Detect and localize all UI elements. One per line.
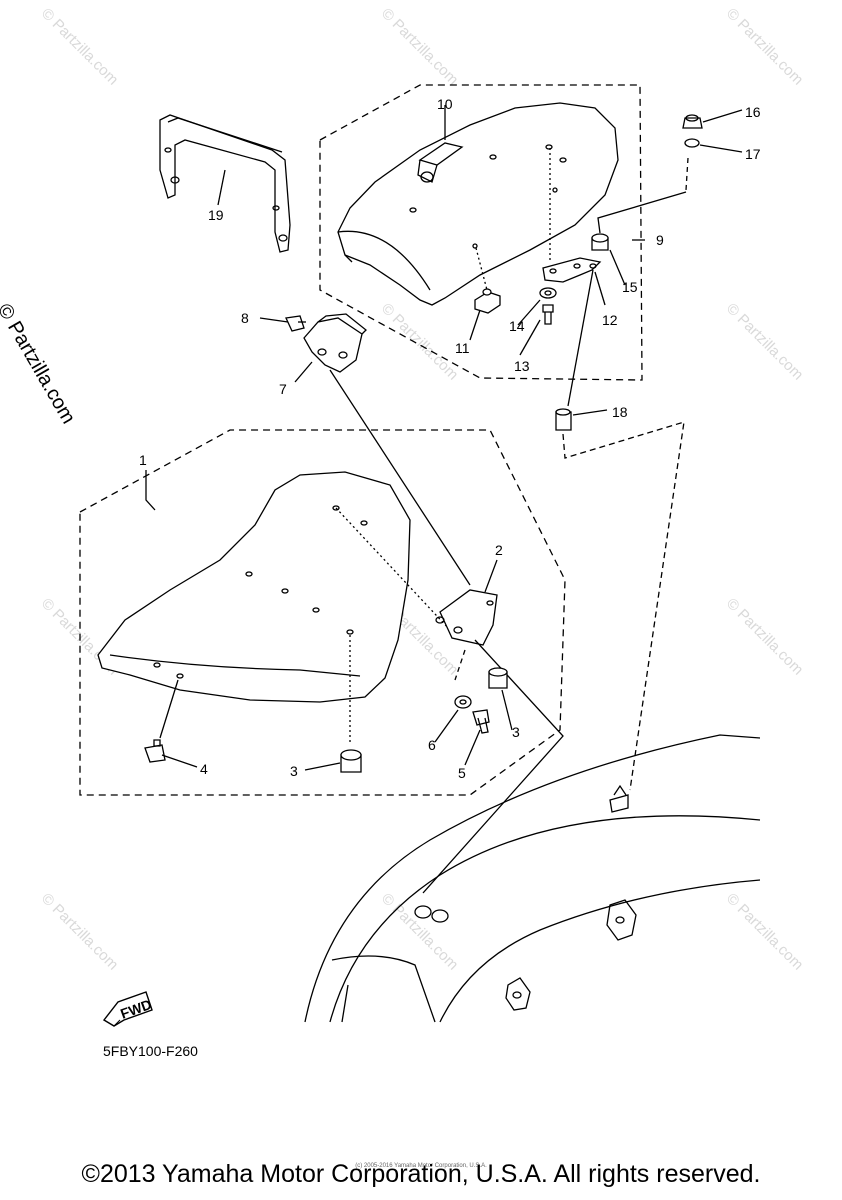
callout-14: 14 xyxy=(509,318,525,334)
callout-4: 4 xyxy=(200,761,208,777)
small-copyright: (c) 2005-2016 Yamaha Motor Corporation, … xyxy=(355,1163,487,1169)
main-seat xyxy=(97,471,411,703)
callout-15: 15 xyxy=(622,279,638,295)
bracket-part-7 xyxy=(303,317,363,373)
callout-16: 16 xyxy=(745,104,761,120)
callout-2: 2 xyxy=(495,542,503,558)
callout-3a: 3 xyxy=(512,724,520,740)
washer-part-14 xyxy=(539,287,557,299)
bracket-part-2 xyxy=(439,589,498,646)
backrest-pad xyxy=(337,102,619,306)
callout-17: 17 xyxy=(745,146,761,162)
callout-8: 8 xyxy=(241,310,249,326)
callout-5: 5 xyxy=(458,765,466,781)
callout-10: 10 xyxy=(437,96,453,112)
callout-19: 19 xyxy=(208,207,224,223)
callout-11: 11 xyxy=(455,340,470,356)
copyright-footer: ©2013 Yamaha Motor Corporation, U.S.A. A… xyxy=(81,1160,761,1188)
callout-6: 6 xyxy=(428,737,436,753)
fastener-part-4 xyxy=(144,744,166,763)
bolt-part-13 xyxy=(542,304,554,313)
seat-assembly-boundary xyxy=(79,429,566,796)
washer-part-17 xyxy=(684,138,700,148)
callout-18: 18 xyxy=(612,404,628,420)
callout-3b: 3 xyxy=(290,763,298,779)
callout-13: 13 xyxy=(514,358,530,374)
bracket-part-12 xyxy=(542,257,602,283)
backrest-assembly-boundary xyxy=(319,84,643,381)
callout-7: 7 xyxy=(279,381,287,397)
rear-fender xyxy=(304,734,761,1023)
bolt-part-5 xyxy=(472,709,490,726)
cap-nut-part-16 xyxy=(682,117,703,129)
callout-12: 12 xyxy=(602,312,618,328)
callout-9: 9 xyxy=(656,232,664,248)
washer-part-6 xyxy=(454,695,472,709)
bolt-part-8 xyxy=(285,315,305,332)
fwd-arrow-icon xyxy=(102,991,153,1027)
callout-1: 1 xyxy=(139,452,147,468)
grab-bar xyxy=(159,114,291,253)
diagram-code: 5FBY100-F260 xyxy=(103,1043,198,1059)
